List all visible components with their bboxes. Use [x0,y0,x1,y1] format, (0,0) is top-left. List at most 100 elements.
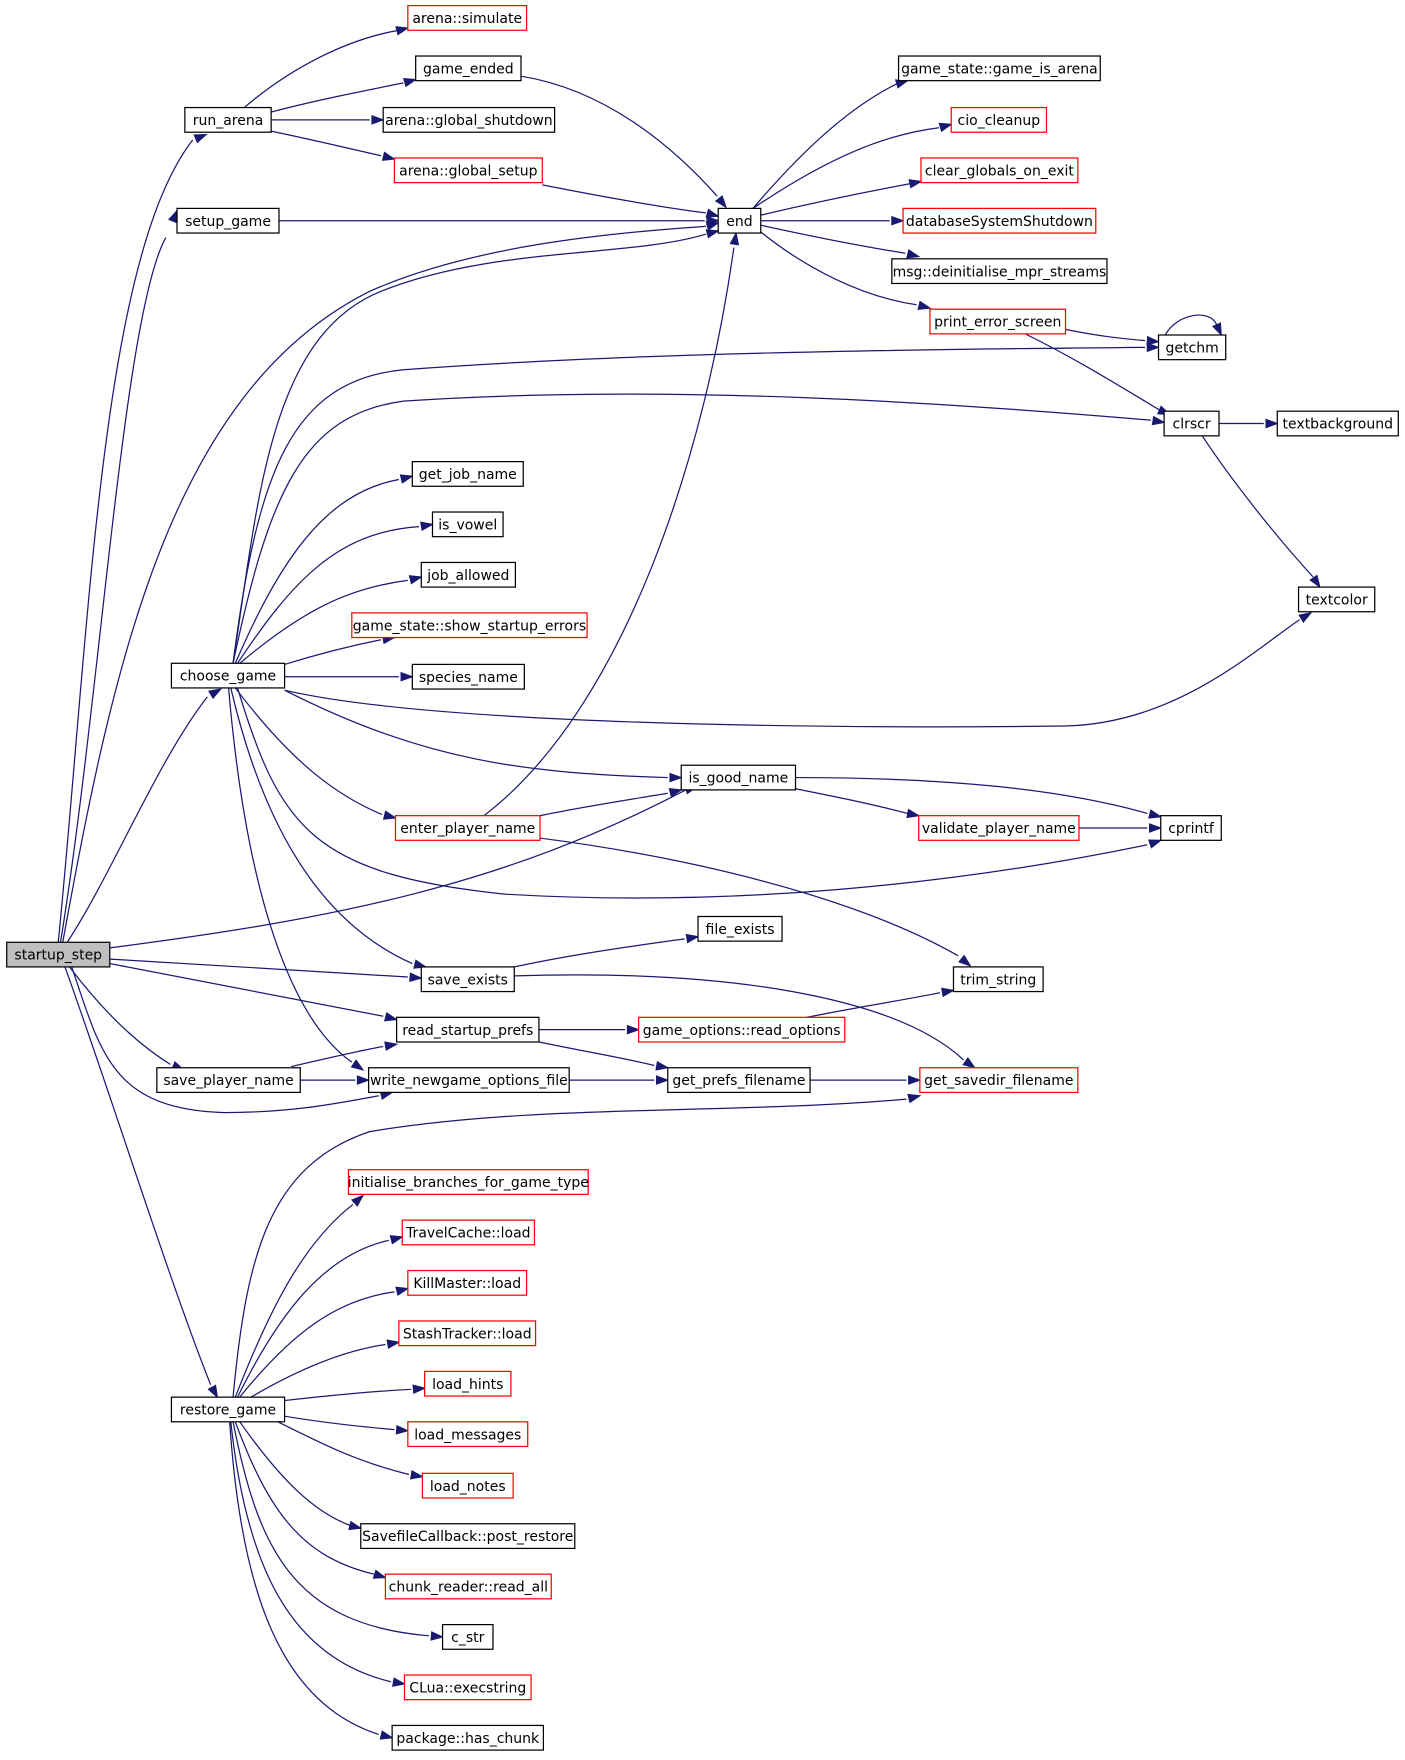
node-killmaster-load[interactable]: KillMaster::load [407,1269,528,1296]
node-cprintf[interactable]: cprintf [1160,815,1222,841]
arrowhead-is_good_name-validate [906,808,921,819]
node-label: load_messages [414,1427,521,1443]
node-label: get_prefs_filename [672,1073,805,1089]
node-restore-game[interactable]: restore_game [170,1396,286,1423]
node-is-good-name[interactable]: is_good_name [680,764,797,791]
edge-startup_step-end [62,225,706,943]
node-trim-string[interactable]: trim_string [952,966,1044,993]
node-read-all[interactable]: chunk_reader::read_all [384,1573,552,1600]
node-write-newgame-options-file[interactable]: write_newgame_options_file [368,1067,570,1094]
node-box [680,764,797,791]
edge-startup_step-save_exists [109,958,408,978]
node-box [950,106,1048,133]
node-read-startup-prefs[interactable]: read_startup_prefs [396,1016,540,1043]
node-save-player-name[interactable]: save_player_name [156,1067,301,1094]
node-startup-step[interactable]: startup_step [6,941,111,968]
edge-choose_game-get_job_name [234,478,399,664]
node-box [638,1016,846,1043]
node-label: startup_step [14,948,102,964]
node-has-chunk[interactable]: package::has_chunk [391,1724,545,1751]
edge-restore_game-killmaster [239,1291,395,1398]
arrowhead-enter_player_name-trim_string [958,954,972,967]
arrowhead-end-databaseSystemShutdown [891,215,905,226]
node-travelcache-load[interactable]: TravelCache::load [401,1219,536,1246]
node-job-allowed[interactable]: job_allowed [420,561,517,588]
node-get-prefs-filename[interactable]: get_prefs_filename [667,1067,811,1094]
node-arena-global-shutdown[interactable]: arena::global_shutdown [382,106,556,133]
node-read-options[interactable]: game_options::read_options [638,1016,846,1043]
node-stashtracker-load[interactable]: StashTracker::load [398,1320,537,1347]
node-load-hints[interactable]: load_hints [424,1370,512,1397]
node-label: print_error_screen [934,315,1061,331]
node-load-messages[interactable]: load_messages [407,1421,529,1448]
node-label: clear_globals_on_exit [925,163,1075,179]
arrowhead-read_startup_prefs-read_options [626,1024,641,1035]
edge-end-cio_cleanup [752,127,939,209]
node-is-vowel[interactable]: is_vowel [431,511,504,538]
node-getchm[interactable]: getchm [1157,334,1227,361]
node-label: is_good_name [688,771,788,787]
node-label: package::has_chunk [396,1731,540,1747]
node-arena-global-setup[interactable]: arena::global_setup [393,157,543,184]
node-box [424,1370,512,1397]
edge-enter_player_name-trim_string [539,837,959,957]
node-arena-simulate[interactable]: arena::simulate [407,4,528,31]
arrowhead-startup_step-choose_game [208,688,223,700]
node-file-exists[interactable]: file_exists [697,915,783,942]
node-label: enter_player_name [400,821,535,837]
arrowhead-restore_game-c_str [430,1631,445,1641]
node-clrscr[interactable]: clrscr [1163,410,1220,437]
node-label: clrscr [1173,417,1211,433]
node-load-notes[interactable]: load_notes [421,1472,514,1499]
node-label: get_job_name [419,467,517,483]
node-end[interactable]: end [717,207,762,234]
node-textcolor[interactable]: textcolor [1297,586,1376,613]
node-choose-game[interactable]: choose_game [170,662,286,689]
node-show-startup-errors[interactable]: game_state::show_startup_errors [351,612,588,639]
node-enter-player-name[interactable]: enter_player_name [394,815,541,841]
node-post-restore[interactable]: SavefileCallback::post_restore [360,1523,576,1550]
node-initialise-branches[interactable]: initialise_branches_for_game_type [348,1169,589,1195]
node-validate-player-name[interactable]: validate_player_name [918,815,1080,841]
node-get-job-name[interactable]: get_job_name [411,460,524,487]
node-game-is-arena[interactable]: game_state::game_is_arena [897,55,1101,82]
node-clear-globals-on-exit[interactable]: clear_globals_on_exit [920,157,1079,184]
arrowhead-choose_game-getchm [1146,342,1161,353]
node-box [393,157,543,184]
edge-choose_game-textcolor [284,619,1301,728]
node-label: end [726,214,752,230]
node-deinitialise-mpr-streams[interactable]: msg::deinitialise_mpr_streams [891,258,1108,285]
node-c-str[interactable]: c_str [441,1623,494,1650]
node-cio-cleanup[interactable]: cio_cleanup [950,106,1048,133]
edge-choose_game-getchm [232,346,1146,664]
node-run-arena[interactable]: run_arena [184,106,272,133]
arrowhead-restore_game-get_savedir [907,1093,922,1104]
node-databaseSystemShutdown[interactable]: databaseSystemShutdown [902,207,1097,234]
arrowhead-choose_game-job_allowed [408,575,423,585]
edge-print_error_screen-clrscr [1024,333,1160,411]
node-box [431,511,504,538]
node-save-exists[interactable]: save_exists [420,966,515,993]
node-game-ended[interactable]: game_ended [415,55,522,82]
node-box [1157,334,1227,361]
arrowhead-restore_game-initialise_branches [351,1194,365,1207]
node-print-error-screen[interactable]: print_error_screen [929,308,1067,335]
edge-restore_game-has_chunk [229,1421,379,1735]
node-box [170,1396,286,1423]
node-textbackground[interactable]: textbackground [1276,410,1399,437]
node-species-name[interactable]: species_name [411,663,525,690]
node-execstring[interactable]: CLua::execstring [403,1674,532,1701]
node-label: msg::deinitialise_mpr_streams [893,264,1107,280]
node-label: TravelCache::load [405,1226,531,1242]
node-box [420,561,517,588]
node-get-savedir-filename[interactable]: get_savedir_filename [919,1067,1079,1094]
node-box [398,1320,537,1347]
edge-save_player_name-read_startup [291,1045,384,1068]
arrowhead-restore_game-post_restore [348,1520,363,1531]
arrowhead-end-print_error_screen [917,300,932,310]
node-label: species_name [419,670,518,686]
node-label: StashTracker::load [403,1326,532,1342]
node-setup-game[interactable]: setup_game [176,207,280,234]
arrowhead-choose_game-is_vowel [420,521,435,532]
node-box [420,966,515,993]
